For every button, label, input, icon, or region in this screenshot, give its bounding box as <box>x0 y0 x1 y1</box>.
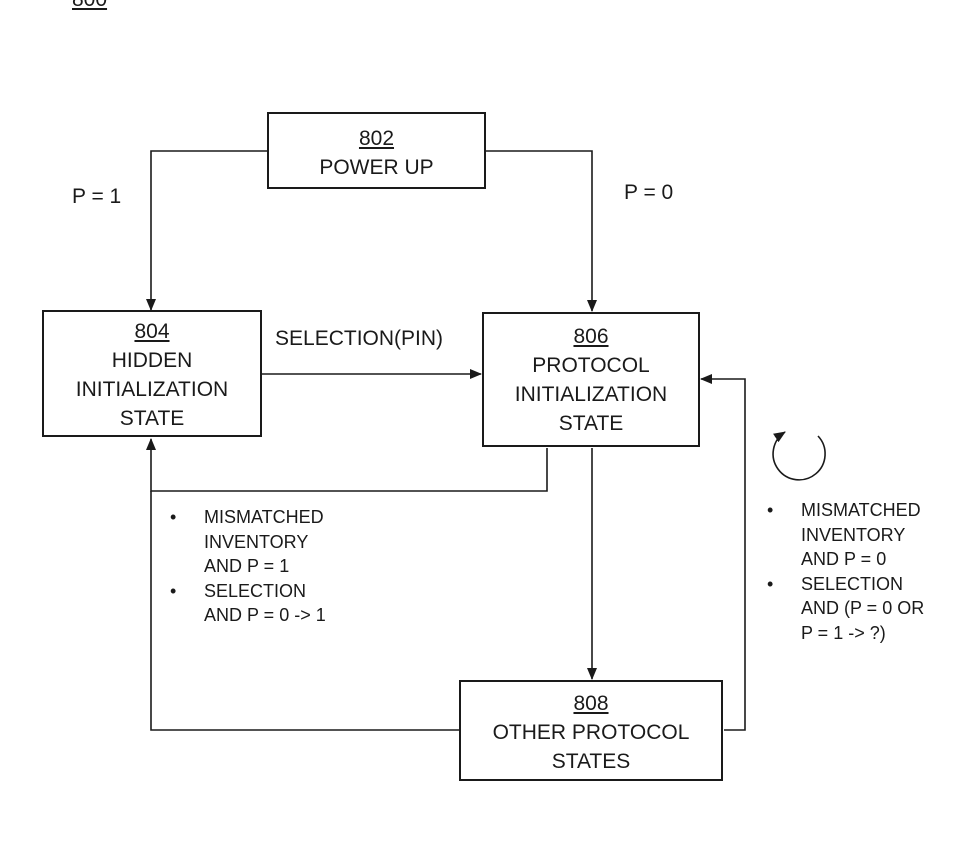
state-name: HIDDEN INITIALIZATION STATE <box>44 346 260 433</box>
condition-item: MISMATCHED INVENTORY AND P = 1 <box>168 505 326 579</box>
conditions-to-hidden: MISMATCHED INVENTORY AND P = 1 SELECTION… <box>168 505 326 628</box>
state-ref: 804 <box>44 317 260 346</box>
state-name: OTHER PROTOCOL STATES <box>461 718 721 776</box>
condition-item: SELECTION AND P = 0 -> 1 <box>168 579 326 628</box>
self-loop-arrow <box>773 432 825 480</box>
conditions-self-loop: MISMATCHED INVENTORY AND P = 0 SELECTION… <box>765 498 924 645</box>
condition-item: SELECTION AND (P = 0 OR P = 1 -> ?) <box>765 572 924 646</box>
figure-number: 800 <box>72 0 107 12</box>
state-protocol-initialization: 806 PROTOCOL INITIALIZATION STATE <box>482 312 700 447</box>
label-p-equals-0: P = 0 <box>624 181 673 205</box>
state-ref: 808 <box>461 689 721 718</box>
label-p-equals-1: P = 1 <box>72 185 121 209</box>
state-name: POWER UP <box>269 153 484 182</box>
arrow-power-up-to-hidden <box>151 151 267 310</box>
arrow-power-up-to-protocol <box>486 151 592 311</box>
arrow-other-to-protocol <box>701 379 745 730</box>
state-name: PROTOCOL INITIALIZATION STATE <box>484 351 698 438</box>
state-other-protocol: 808 OTHER PROTOCOL STATES <box>459 680 723 781</box>
state-power-up: 802 POWER UP <box>267 112 486 189</box>
state-hidden-initialization: 804 HIDDEN INITIALIZATION STATE <box>42 310 262 437</box>
state-ref: 802 <box>269 124 484 153</box>
condition-item: MISMATCHED INVENTORY AND P = 0 <box>765 498 924 572</box>
label-selection-pin: SELECTION(PIN) <box>275 327 443 351</box>
state-ref: 806 <box>484 322 698 351</box>
